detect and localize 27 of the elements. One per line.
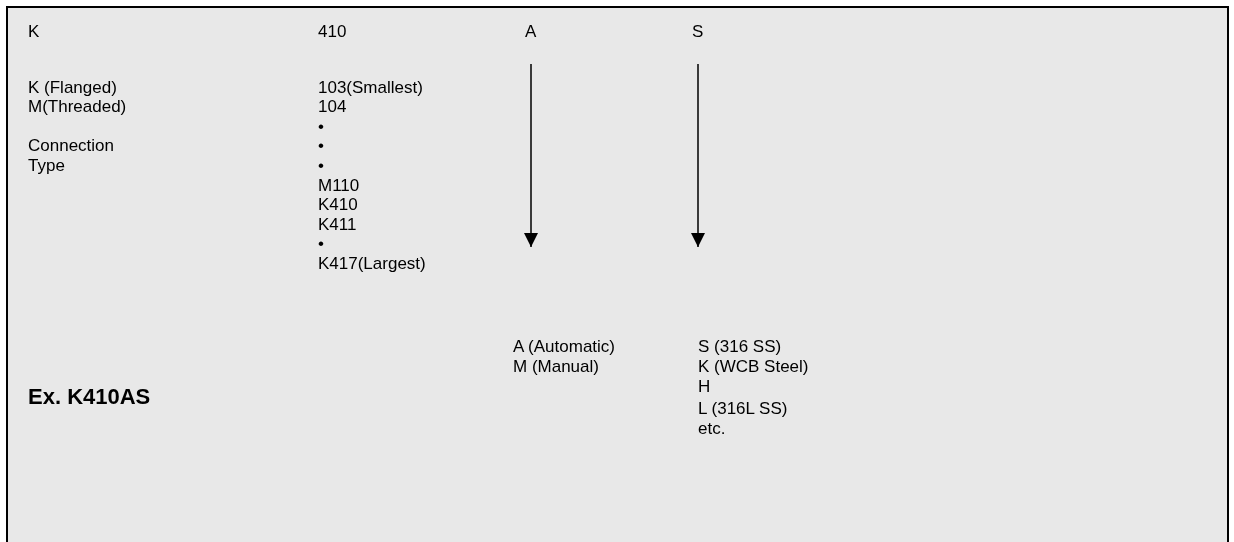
option-text: K (Flanged): [28, 78, 117, 98]
option-text: A: [525, 22, 537, 42]
option-text: M (Manual): [513, 357, 600, 377]
code-letter: K: [28, 22, 40, 42]
example-text: Ex. K410AS: [28, 384, 151, 410]
arrow: [691, 63, 705, 248]
option-text: H: [698, 377, 712, 397]
size-text: K417(Largest): [318, 254, 426, 274]
option-text: etc.: [698, 419, 727, 439]
arrow: [524, 63, 538, 248]
option-text: A (Automatic): [513, 337, 616, 357]
bullet-dot: •: [318, 156, 324, 176]
option-text: L (316L SS): [698, 399, 789, 419]
bullet-dot: •: [318, 136, 324, 156]
size-text: M110: [318, 176, 360, 196]
bullet-dot: •: [318, 234, 324, 254]
option-text: M(Threaded): [28, 97, 127, 117]
bullet-dot: •: [318, 117, 324, 137]
size-text: 104: [318, 97, 347, 117]
code-number: 410: [318, 22, 347, 42]
size-text: 103(Smallest): [318, 78, 423, 98]
option-text: S: [692, 22, 704, 42]
option-text: K (WCB Steel): [698, 357, 809, 377]
option-text: S (316 SS): [698, 337, 783, 357]
category-text: Connection Type: [28, 136, 115, 176]
size-text: K411: [318, 215, 357, 235]
size-text: K410: [318, 195, 358, 215]
